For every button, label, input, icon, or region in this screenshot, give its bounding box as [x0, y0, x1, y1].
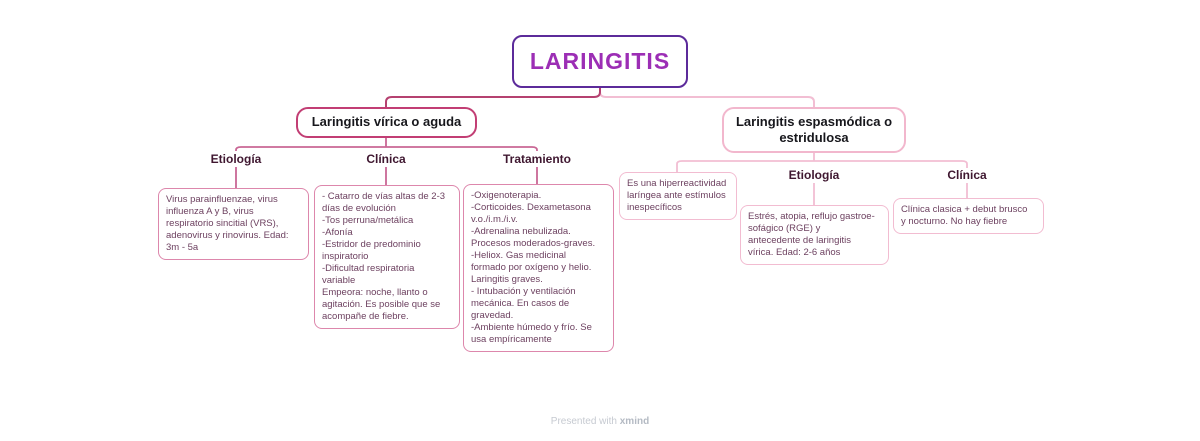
subtopic-virica-tratamiento[interactable]: Tratamiento [502, 152, 572, 166]
topic-laringitis-espasmodica-label: Laringitis espasmódica o estridulosa [735, 113, 893, 145]
content-virica-etiologia[interactable]: Virus parainfluenzae, virus influenza A … [158, 188, 309, 260]
topic-laringitis-virica-label: Laringitis vírica o aguda [311, 114, 462, 130]
subtopic-espasmodica-clinica[interactable]: Clínica [947, 168, 987, 182]
content-virica-clinica[interactable]: - Catarro de vías altas de 2-3 días de e… [314, 185, 460, 329]
note-hiperreactividad[interactable]: Es una hiperreactividad laríngea ante es… [619, 172, 737, 220]
subtopic-virica-clinica[interactable]: Clínica [366, 152, 406, 166]
topic-laringitis-espasmodica[interactable]: Laringitis espasmódica o estridulosa [722, 107, 906, 153]
topic-laringitis-virica[interactable]: Laringitis vírica o aguda [296, 107, 477, 138]
watermark: Presented with xmind [0, 416, 1200, 427]
xmind-brand: xmind [619, 416, 650, 427]
root-topic-laringitis[interactable]: LARINGITIS [512, 35, 688, 88]
subtopic-virica-etiologia[interactable]: Etiología [210, 152, 262, 166]
subtopic-espasmodica-etiologia[interactable]: Etiología [788, 168, 840, 182]
content-virica-tratamiento[interactable]: -Oxigenoterapia. -Corticoides. Dexametas… [463, 184, 614, 352]
content-espasmodica-clinica[interactable]: Clínica clasica + debut brusco y nocturn… [893, 198, 1044, 234]
content-espasmodica-etiologia[interactable]: Estrés, atopia, reflujo gastroe- sofágic… [740, 205, 889, 265]
watermark-prefix: Presented with [550, 416, 617, 427]
root-topic-label: LARINGITIS [529, 48, 671, 74]
